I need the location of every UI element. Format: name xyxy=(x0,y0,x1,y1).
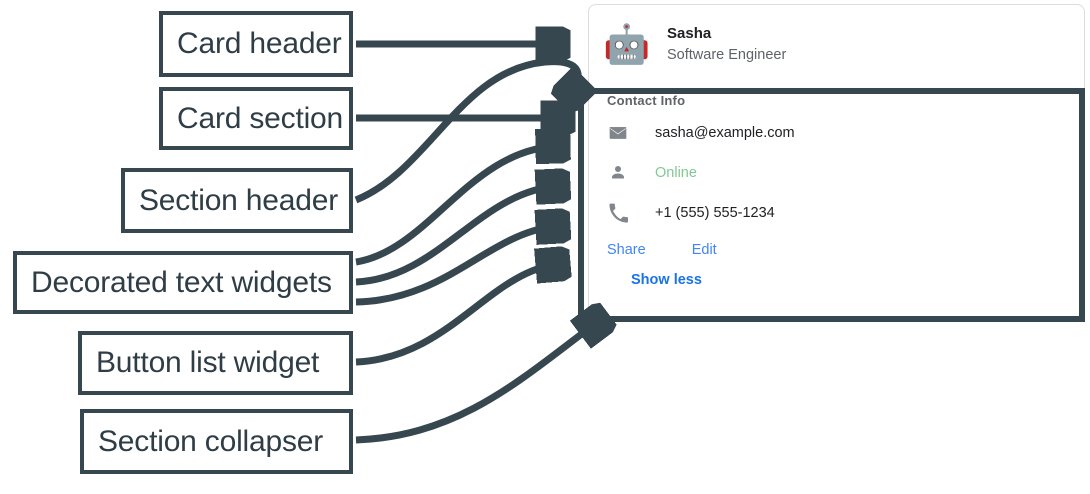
person-icon xyxy=(607,162,629,184)
profile-card: 🤖 Sasha Software Engineer Contact Info s… xyxy=(588,4,1085,322)
robot-avatar-icon: 🤖 xyxy=(603,24,651,66)
annotation-button-list-widget: Button list widget xyxy=(78,331,353,395)
show-less-button[interactable]: Show less xyxy=(631,272,702,288)
button-list-widget: Share Edit xyxy=(607,235,1086,265)
decorated-text-status[interactable]: Online xyxy=(607,153,1086,193)
arrow-decorated-status xyxy=(355,186,560,286)
arrow-button-list xyxy=(355,264,560,366)
arrow-decorated-email xyxy=(355,146,560,266)
share-button[interactable]: Share xyxy=(607,242,646,258)
annotation-label: Card section xyxy=(177,101,344,135)
edit-button[interactable]: Edit xyxy=(691,242,717,258)
annotation-card-section: Card section xyxy=(159,87,353,150)
arrow-section-collapser xyxy=(355,320,600,444)
decorated-text-email[interactable]: sasha@example.com xyxy=(607,113,1086,153)
arrow-section-header xyxy=(354,58,578,204)
section-collapser: Show less xyxy=(607,265,1086,295)
card-header-title: Sasha xyxy=(667,25,712,42)
annotation-decorated-text-widgets: Decorated text widgets xyxy=(13,251,353,314)
decorated-text-phone-value: +1 (555) 555-1234 xyxy=(655,205,775,221)
card-section: Contact Info sasha@example.com xyxy=(589,89,1086,295)
arrow-decorated-phone xyxy=(355,226,560,306)
card-header: 🤖 Sasha Software Engineer xyxy=(589,5,1084,73)
decorated-text-status-value: Online xyxy=(655,165,697,181)
annotation-section-collapser: Section collapser xyxy=(80,409,353,474)
annotation-label: Section header xyxy=(139,183,339,217)
card-header-text: Sasha Software Engineer xyxy=(667,24,786,66)
card-header-subtitle: Software Engineer xyxy=(667,47,787,63)
email-icon xyxy=(607,122,629,144)
decorated-text-email-value: sasha@example.com xyxy=(655,125,795,141)
annotation-label: Card header xyxy=(177,27,342,60)
annotation-label: Decorated text widgets xyxy=(31,265,332,299)
annotation-card-header: Card header xyxy=(159,11,353,77)
annotation-label: Button list widget xyxy=(96,346,320,379)
decorated-text-phone[interactable]: +1 (555) 555-1234 xyxy=(607,193,1086,233)
section-header: Contact Info xyxy=(607,93,686,108)
annotation-section-header: Section header xyxy=(121,168,353,233)
phone-icon xyxy=(607,202,629,224)
annotation-label: Section collapser xyxy=(98,424,324,458)
